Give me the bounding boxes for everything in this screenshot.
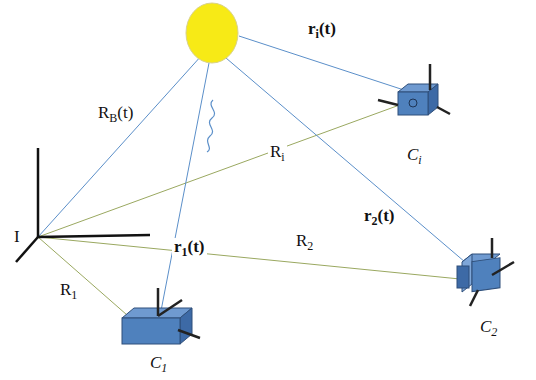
wavy-line [207,100,215,152]
subscript: 1 [71,288,77,302]
symbol: R [98,103,109,122]
math-label: r2(t) [362,207,397,228]
argument: (t) [378,206,395,225]
subscript: i [281,150,284,164]
camera [378,64,450,115]
vector-line [38,237,470,280]
argument: (t) [188,237,205,256]
math-label: C2 [478,318,499,339]
math-label: Ci [405,146,424,167]
math-label: ri(t) [306,20,338,41]
subscript: B [109,111,117,125]
vector-line [226,58,472,268]
math-label: I [12,228,22,247]
vector-line [38,103,405,237]
vector-line [239,36,410,92]
symbol: R [296,231,307,250]
subscript: 1 [182,245,188,259]
vector-line [38,237,135,322]
inertial-frame [16,148,150,262]
argument: (t) [319,19,336,38]
subscript: i [418,153,421,167]
symbol: C [407,145,418,164]
math-label: R2 [294,232,315,253]
argument: (t) [117,103,133,122]
math-label: C1 [148,354,169,375]
subscript: 2 [307,239,313,253]
camera [122,288,200,344]
symbol: r [364,206,372,225]
symbol: C [480,317,491,336]
symbol: r [308,19,316,38]
symbol: C [150,353,161,372]
vector-line [38,55,202,237]
subscript: 2 [372,214,378,228]
subscript: 2 [491,325,497,339]
symbol: r [174,237,182,256]
math-label: r1(t) [172,238,207,259]
symbol: R [270,142,281,161]
math-label: Ri [268,143,287,164]
subscript: i [316,27,319,41]
math-label: RB(t) [96,104,135,125]
symbol: I [14,227,20,246]
subscript: 1 [161,361,167,375]
math-label: R1 [58,281,79,302]
ball [186,3,238,63]
vector-line [160,63,209,316]
camera [457,238,514,306]
symbol: R [60,280,71,299]
vector-lines [38,36,472,322]
